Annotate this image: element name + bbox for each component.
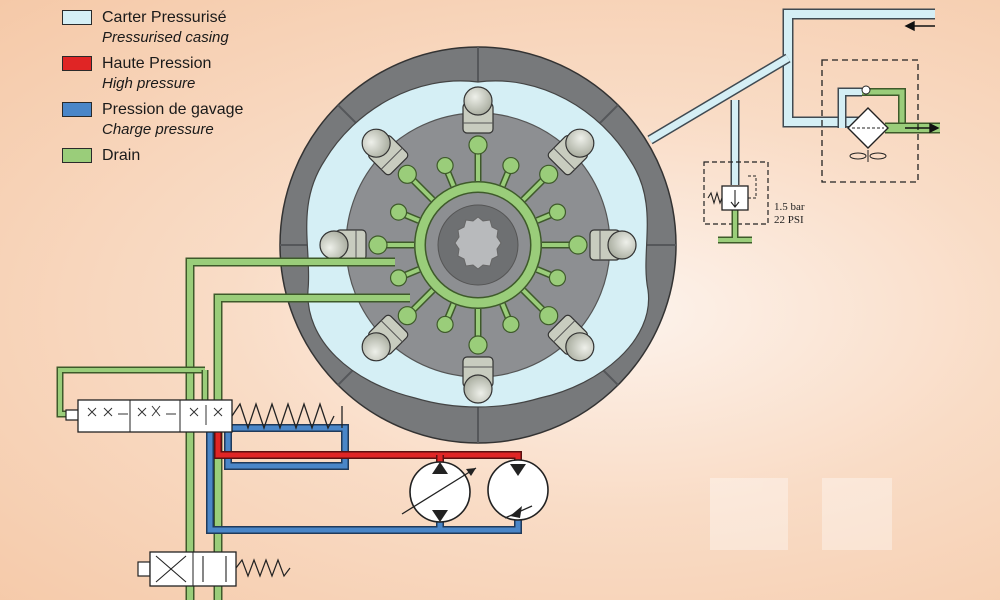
drain-port — [389, 269, 408, 287]
relief-valve-setting: 1.5 bar 22 PSI — [774, 201, 805, 227]
legend-label-en: Charge pressure — [102, 121, 214, 138]
pistons — [319, 86, 637, 404]
directional-valve — [65, 399, 343, 433]
legend-item-drain: Drain — [62, 146, 243, 166]
piston-line — [380, 147, 403, 170]
legend-item-casing: Carter Pressurisé Pressurised casing — [62, 8, 243, 48]
valve-spring — [231, 401, 335, 431]
legend-swatch-high-pressure — [62, 56, 92, 71]
legend-label-fr: Carter Pressurisé — [102, 9, 227, 26]
drain-port — [548, 203, 567, 221]
fan-icon — [849, 150, 887, 162]
legend-label-fr: Haute Pression — [102, 55, 212, 72]
drain-port — [436, 156, 454, 175]
variable-pump — [401, 461, 477, 523]
piston-roller — [565, 332, 595, 362]
piston — [462, 86, 494, 134]
drain-port — [502, 156, 520, 175]
drain-port — [436, 315, 454, 334]
drain-port — [397, 306, 417, 326]
legend-label-fr: Pression de gavage — [102, 101, 244, 118]
relief-valve — [703, 161, 769, 244]
piston-line — [380, 320, 403, 343]
piston — [319, 229, 367, 261]
drain-port — [368, 235, 388, 255]
piston-roller — [361, 128, 391, 158]
legend-label-en: High pressure — [102, 75, 196, 92]
piston — [462, 356, 494, 404]
piston-roller — [463, 86, 493, 116]
legend-label-en: Pressurised casing — [102, 29, 229, 46]
relief-setting-psi: 22 PSI — [774, 214, 804, 226]
filter-cooler-unit — [821, 59, 919, 183]
drain-network — [368, 135, 588, 355]
drain-port — [468, 335, 488, 355]
casing-lines — [647, 8, 935, 185]
drain-port — [468, 135, 488, 155]
solenoid-valve — [137, 551, 291, 587]
piston-roller — [607, 230, 637, 260]
drain-port — [539, 306, 559, 326]
piston — [361, 128, 409, 176]
piston — [361, 314, 409, 362]
piston-line — [553, 320, 576, 343]
piston — [547, 314, 595, 362]
drain-port — [389, 203, 408, 221]
drain-port — [568, 235, 588, 255]
splined-shaft — [454, 216, 502, 270]
legend-item-high-pressure: Haute Pression High pressure — [62, 54, 243, 94]
legend-swatch-casing — [62, 10, 92, 25]
drain-port — [548, 269, 567, 287]
piston-roller — [565, 128, 595, 158]
legend-item-charge-pressure: Pression de gavage Charge pressure — [62, 100, 243, 140]
background-panels — [710, 478, 892, 550]
drain-port — [397, 164, 417, 184]
legend-label-fr: Drain — [102, 147, 141, 164]
legend-swatch-charge-pressure — [62, 102, 92, 117]
relief-setting-bar: 1.5 bar — [774, 201, 805, 213]
drain-port — [539, 164, 559, 184]
piston-line — [553, 147, 576, 170]
legend: Carter Pressurisé Pressurised casing Hau… — [62, 8, 243, 172]
legend-swatch-drain — [62, 148, 92, 163]
piston — [547, 128, 595, 176]
piston-roller — [463, 374, 493, 404]
drain-port — [502, 315, 520, 334]
motor-symbol — [487, 459, 549, 521]
piston-roller — [319, 230, 349, 260]
piston — [589, 229, 637, 261]
flow-arrows — [904, 20, 940, 134]
piston-roller — [361, 332, 391, 362]
